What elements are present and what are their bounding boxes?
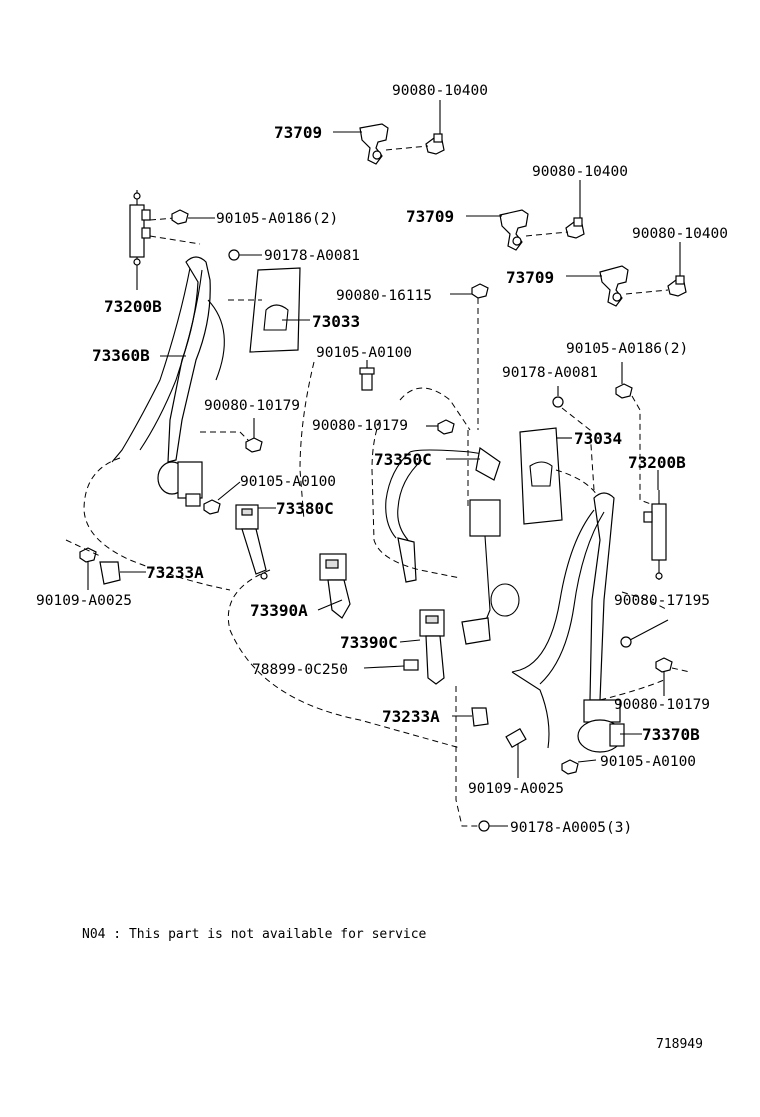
callout-c28: 78899-0C250 <box>252 662 348 678</box>
callout-c21: 90105-A0100 <box>240 474 336 490</box>
callout-c29: 90080-10179 <box>614 697 710 713</box>
buckle-73380c <box>235 504 268 580</box>
callout-c24: 90109-A0025 <box>36 593 132 609</box>
callout-c31: 73370B <box>642 725 700 744</box>
retractor-left <box>157 461 203 507</box>
callout-c16: 90080-10179 <box>204 398 300 414</box>
callout-c11: 73033 <box>312 312 360 331</box>
callout-c20: 73200B <box>628 453 686 472</box>
buckle-73390a <box>319 553 351 619</box>
nut-90080-17195 <box>620 636 632 648</box>
bolt-90080-10400-top <box>425 133 445 155</box>
callout-c30: 73233A <box>382 707 440 726</box>
callout-c23: 73233A <box>146 563 204 582</box>
bolt-90109-a0025-left <box>79 547 97 563</box>
anchor-bracket-73709-mid <box>499 209 529 251</box>
bolt-90080-10400-right <box>667 275 687 297</box>
callout-c22: 73380C <box>276 499 334 518</box>
height-adjuster-73200b-left <box>129 190 151 268</box>
callout-c19: 73350C <box>374 450 432 469</box>
callout-c12: 73360B <box>92 346 150 365</box>
diagram-id: 718949 <box>656 1037 703 1052</box>
callout-c7: 90105-A0186(2) <box>216 211 338 227</box>
cover-73034 <box>519 427 563 525</box>
callout-c34: 90178-A0005(3) <box>510 820 632 836</box>
anchor-bracket-73709-right <box>599 265 629 307</box>
callout-c15: 90178-A0081 <box>502 365 598 381</box>
bolt-90080-10179-center <box>437 419 455 435</box>
callout-c1: 90080-10400 <box>392 83 488 99</box>
footnote: N04 : This part is not available for ser… <box>82 927 427 942</box>
callout-c27: 73390C <box>340 633 398 652</box>
callout-c25: 73390A <box>250 601 308 620</box>
retractor-73370b <box>577 699 625 753</box>
callout-c32: 90105-A0100 <box>600 754 696 770</box>
callout-c9: 73200B <box>104 297 162 316</box>
belt-73350c <box>385 446 520 645</box>
callout-c4: 73709 <box>406 207 454 226</box>
callout-c8: 90178-A0081 <box>264 248 360 264</box>
nut-90178-a0081-right <box>552 396 564 408</box>
bolt-90105-a0100-mid <box>359 367 375 391</box>
anchor-bracket-73709-top <box>359 123 389 165</box>
buckle-73390c <box>419 609 445 685</box>
callout-c14: 90105-A0186(2) <box>566 341 688 357</box>
callout-c26: 90080-17195 <box>614 593 710 609</box>
bolt-90080-10400-mid <box>565 217 585 239</box>
nut-90178-a0005 <box>478 820 490 832</box>
belt-73370b-webbing <box>511 492 615 749</box>
callout-c2: 73709 <box>274 123 322 142</box>
callout-c33: 90109-A0025 <box>468 781 564 797</box>
callout-c17: 90080-10179 <box>312 418 408 434</box>
bolt-90105-a0186-left <box>171 209 189 225</box>
cover-73233a-center <box>471 707 489 727</box>
bolt-90080-16115 <box>471 283 489 299</box>
bolt-90105-a0186-right <box>615 383 633 399</box>
belt-73360b <box>111 256 225 463</box>
callout-c18: 73034 <box>574 429 622 448</box>
callout-c5: 90080-10400 <box>632 226 728 242</box>
bolt-90105-a0100-left <box>203 499 221 515</box>
height-adjuster-73200b-right <box>643 490 667 580</box>
bolt-90080-10179-right <box>655 657 673 673</box>
bolt-90109-a0025-center <box>505 727 527 749</box>
cover-73233a-left <box>99 561 121 585</box>
nut-90178-a0081-left <box>228 249 240 261</box>
callout-c10: 90080-16115 <box>336 288 432 304</box>
cover-73033 <box>249 267 301 353</box>
bolt-90105-a0100-right <box>561 759 579 775</box>
bolt-78899-0c250 <box>403 659 419 671</box>
callout-c6: 73709 <box>506 268 554 287</box>
callout-c13: 90105-A0100 <box>316 345 412 361</box>
callout-c3: 90080-10400 <box>532 164 628 180</box>
